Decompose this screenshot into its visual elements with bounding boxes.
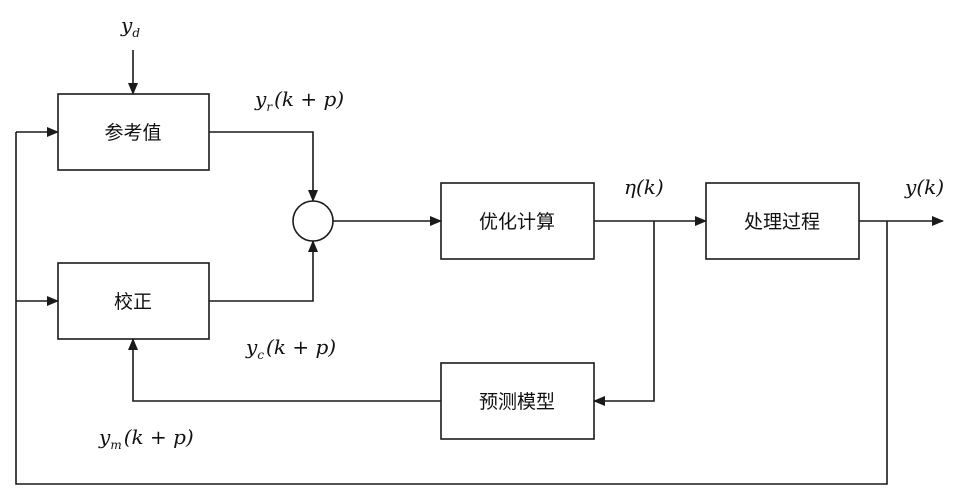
block-reference-label: 参考值 bbox=[104, 122, 161, 144]
label-yd: yd bbox=[120, 13, 140, 40]
block-optimization: 优化计算 bbox=[440, 182, 595, 260]
arrow-prediction-to-correction bbox=[128, 338, 441, 402]
label-y-output: y(k) bbox=[904, 175, 944, 199]
label-eta: η(k) bbox=[624, 175, 664, 199]
block-process-label: 处理过程 bbox=[744, 211, 820, 233]
block-correction-label: 校正 bbox=[114, 291, 152, 313]
block-optimization-label: 优化计算 bbox=[479, 211, 555, 233]
label-yc: yc(k + p) bbox=[245, 335, 336, 362]
arrow-reference-to-junction bbox=[209, 131, 318, 202]
block-prediction-model-label: 预测模型 bbox=[479, 391, 555, 413]
block-process: 处理过程 bbox=[705, 182, 860, 260]
arrow-eta-to-prediction-model bbox=[593, 221, 655, 406]
label-yr: yr(k + p) bbox=[254, 87, 344, 114]
summing-junction bbox=[292, 200, 334, 242]
block-prediction-model: 预测模型 bbox=[440, 362, 595, 440]
feedback-line bbox=[15, 132, 888, 485]
label-ym: ym(k + p) bbox=[98, 425, 194, 452]
block-correction: 校正 bbox=[57, 262, 210, 340]
arrow-correction-to-junction bbox=[209, 240, 318, 302]
block-reference: 参考值 bbox=[57, 93, 210, 171]
